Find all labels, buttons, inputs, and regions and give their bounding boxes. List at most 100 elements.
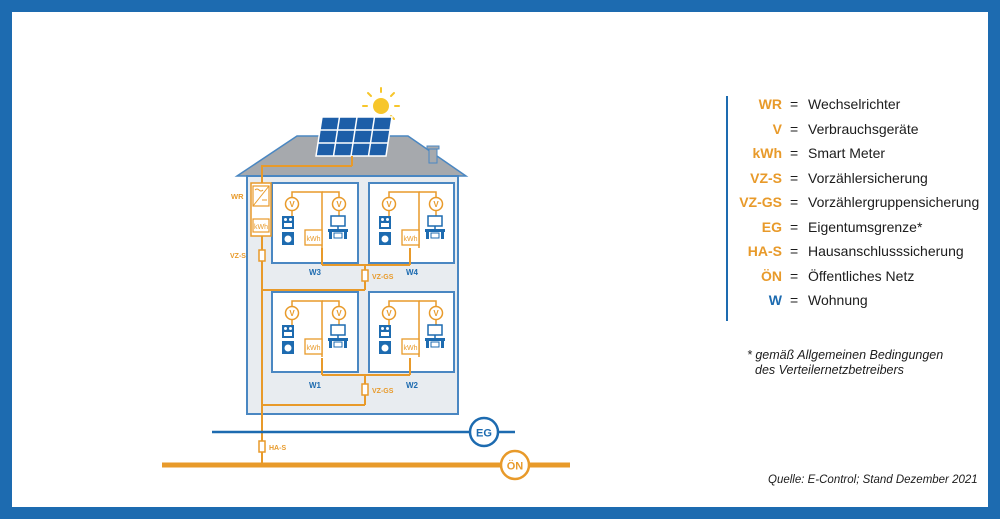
unit-meter-icon xyxy=(401,338,420,355)
vzgs-fuse-top xyxy=(361,269,369,282)
unit-kwh-label: kWh xyxy=(404,345,418,352)
legend-desc: Wechselrichter xyxy=(808,96,901,112)
content-panel xyxy=(12,12,988,507)
unit-meter-icon xyxy=(401,229,420,246)
on-badge xyxy=(499,449,531,481)
source-note: Quelle: E-Control; Stand Dezember 2021 xyxy=(768,474,978,486)
consumer-v-icon xyxy=(428,305,444,321)
legend-equals: = xyxy=(790,120,799,137)
v-label: V xyxy=(289,200,295,209)
consumer-v-icon xyxy=(331,196,347,212)
stove-icon xyxy=(282,325,294,338)
consumer-v-icon xyxy=(428,196,444,212)
consumer-v-icon xyxy=(381,196,397,212)
legend-equals: = xyxy=(790,169,799,186)
footnote-line-2: des Verteilernetzbetreibers xyxy=(755,363,904,377)
legend-equals: = xyxy=(790,194,799,210)
v-label: V xyxy=(336,200,342,209)
legend-item: EG = Eigentumsgrenze* xyxy=(726,219,976,239)
v-label: V xyxy=(336,309,342,318)
footnote: * gemäß Allgemeinen Bedingungen des Vert… xyxy=(747,348,943,378)
has-label: HA-S xyxy=(269,445,286,452)
desk-icon xyxy=(328,338,348,341)
unit-kwh-label: kWh xyxy=(307,236,321,243)
legend-item: W = Wohnung xyxy=(726,292,976,312)
desk-icon xyxy=(425,338,445,341)
page-title: GEMEINSCHAFTLICHE ERZEUGUNGSANLAGE xyxy=(18,14,547,40)
legend-desc: Eigentumsgrenze* xyxy=(808,218,923,235)
stove-icon xyxy=(379,216,391,229)
legend-equals: = xyxy=(790,218,799,235)
unit-label-w3: W3 xyxy=(309,268,322,277)
unit-kwh-label: kWh xyxy=(307,345,321,352)
eg-label: EG xyxy=(476,428,492,440)
inverter-meter-box: kWh xyxy=(250,182,272,237)
legend-abbr: EG xyxy=(761,218,782,235)
legend-item: ÖN = Öffentliches Netz xyxy=(726,268,976,288)
consumer-v-icon xyxy=(381,305,397,321)
v-label: V xyxy=(433,309,439,318)
v-label: V xyxy=(386,200,392,209)
consumer-v-icon xyxy=(284,196,300,212)
legend-abbr: V xyxy=(772,120,782,137)
wr-label: WR xyxy=(231,192,244,201)
v-label: V xyxy=(386,309,392,318)
smart-meter-icon xyxy=(252,218,270,233)
tv-icon xyxy=(330,215,346,227)
legend-equals: = xyxy=(790,145,799,161)
legend-equals: = xyxy=(790,292,799,308)
legend-item: WR=Wechselrichter xyxy=(726,96,976,116)
tv-icon xyxy=(330,324,346,336)
legend-item: VZ-GS=Vorzählergruppensicherung xyxy=(726,194,979,214)
legend-desc: Smart Meter xyxy=(808,145,886,161)
unit-meter-icon xyxy=(304,229,323,246)
legend-desc: Öffentliches Netz xyxy=(808,267,915,284)
stove-icon xyxy=(379,325,391,338)
kwh-label: kWh xyxy=(254,224,268,231)
desk-icon xyxy=(328,229,348,232)
footnote-line-1: * gemäß Allgemeinen Bedingungen xyxy=(747,348,944,362)
stove-icon xyxy=(282,216,294,229)
legend-equals: = xyxy=(790,243,799,259)
legend-divider xyxy=(726,96,728,321)
legend-equals: = xyxy=(790,267,799,284)
eg-badge xyxy=(468,416,500,448)
desk-icon xyxy=(425,229,445,232)
has-fuse xyxy=(258,440,266,453)
consumer-v-icon xyxy=(331,305,347,321)
unit-label-w2: W2 xyxy=(406,381,419,390)
vzs-label: VZ-S xyxy=(230,253,246,260)
consumer-v-icon xyxy=(284,305,300,321)
v-label: V xyxy=(433,200,439,209)
solar-panel xyxy=(315,116,393,166)
on-label: ÖN xyxy=(507,460,524,473)
legend-abbr: kWh xyxy=(752,145,782,161)
chimney xyxy=(428,147,438,164)
vzgs-label-bottom: VZ-GS xyxy=(372,388,394,395)
legend-item: kWh = Smart Meter xyxy=(726,145,976,165)
legend-item: HA-S = Hausanschlusssicherung xyxy=(726,243,976,263)
legend-abbr: VZ-GS xyxy=(739,194,782,210)
sun-icon xyxy=(362,87,400,120)
legend-abbr: VZ-S xyxy=(750,169,782,186)
unit-kwh-label: kWh xyxy=(404,236,418,243)
vzgs-label-top: VZ-GS xyxy=(372,274,394,281)
legend-desc: Vorzählersicherung xyxy=(808,169,928,186)
legend-item: VZ-S = Vorzählersicherung xyxy=(726,170,976,190)
legend-abbr: W xyxy=(768,292,782,308)
vzgs-fuse-bottom xyxy=(361,383,369,396)
legend-equals: = xyxy=(790,96,799,112)
page-subtitle: GEMÄSS § 16A EIWOG 2010 xyxy=(19,45,209,60)
legend-desc: Wohnung xyxy=(808,292,868,308)
vzs-fuse xyxy=(258,249,266,262)
legend-item: V=Verbrauchsgeräte xyxy=(726,121,976,141)
unit-label-w1: W1 xyxy=(309,381,322,390)
legend-abbr: HA-S xyxy=(747,243,782,259)
legend-desc: Hausanschlusssicherung xyxy=(808,243,964,259)
tv-icon xyxy=(427,324,443,336)
legend-abbr: ÖN xyxy=(761,267,782,284)
